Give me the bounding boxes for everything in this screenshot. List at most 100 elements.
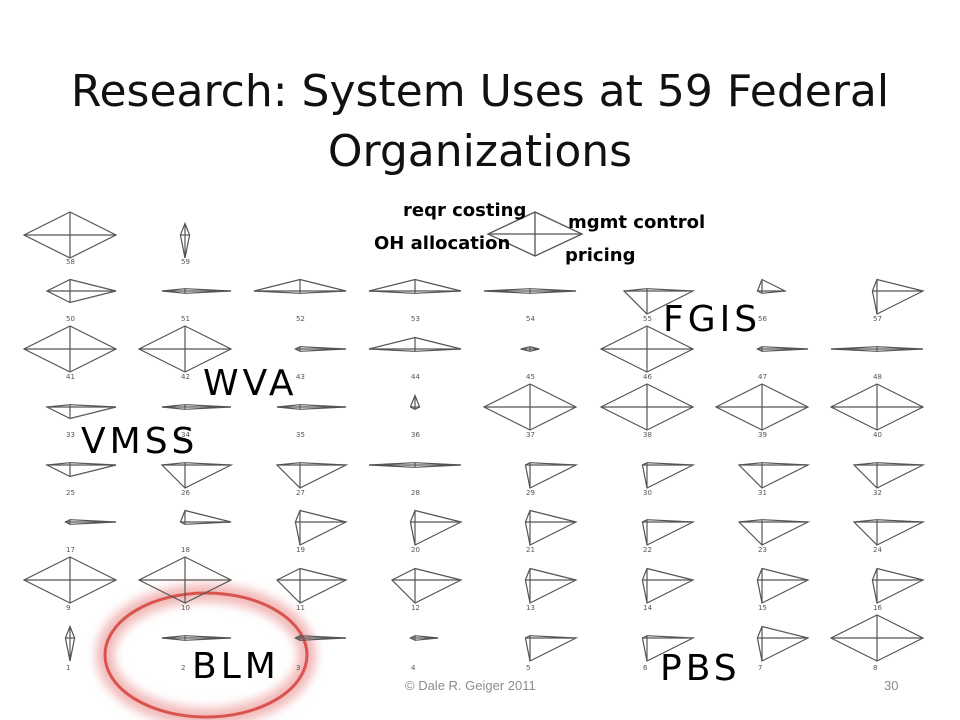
org-number-5: 5 bbox=[526, 664, 530, 672]
org-number-40: 40 bbox=[873, 431, 882, 439]
callout-vmss: VMSS bbox=[81, 421, 198, 462]
org-number-55: 55 bbox=[643, 315, 652, 323]
org-number-33: 33 bbox=[66, 431, 75, 439]
org-glyph-7: 7 bbox=[756, 625, 810, 672]
legend-label-pricing: pricing bbox=[565, 245, 635, 266]
org-glyph-37: 37 bbox=[482, 383, 578, 439]
org-shape-14 bbox=[641, 567, 695, 604]
org-shape-19 bbox=[294, 509, 348, 546]
org-number-18: 18 bbox=[181, 546, 190, 554]
org-glyph-8: 8 bbox=[829, 614, 925, 672]
org-glyph-13: 13 bbox=[524, 567, 578, 612]
org-shape-11 bbox=[275, 567, 348, 604]
org-number-1: 1 bbox=[66, 664, 70, 672]
org-glyph-23: 23 bbox=[737, 519, 811, 554]
org-glyph-5: 5 bbox=[524, 635, 579, 672]
org-shape-57 bbox=[871, 278, 925, 315]
org-glyph-43: 43 bbox=[294, 346, 347, 381]
org-number-32: 32 bbox=[873, 489, 882, 497]
org-glyph-53: 53 bbox=[368, 278, 462, 323]
org-number-23: 23 bbox=[758, 546, 767, 554]
org-glyph-48: 48 bbox=[830, 346, 924, 381]
org-number-54: 54 bbox=[526, 315, 535, 323]
org-glyph-21: 21 bbox=[524, 509, 578, 554]
org-number-30: 30 bbox=[643, 489, 652, 497]
org-glyph-58: 58 bbox=[22, 211, 118, 266]
org-glyph-12: 12 bbox=[390, 567, 463, 612]
org-number-14: 14 bbox=[643, 604, 652, 612]
org-glyph-16: 16 bbox=[871, 567, 925, 612]
org-number-17: 17 bbox=[66, 546, 75, 554]
org-glyph-57: 57 bbox=[871, 278, 925, 323]
org-glyph-19: 19 bbox=[294, 509, 348, 554]
org-glyph-14: 14 bbox=[641, 567, 695, 612]
org-shape-5 bbox=[524, 635, 579, 662]
org-glyph-31: 31 bbox=[737, 462, 811, 497]
legend-diamond bbox=[486, 211, 584, 257]
org-number-13: 13 bbox=[526, 604, 535, 612]
org-glyph-2: 2 bbox=[161, 635, 232, 672]
org-glyph-3: 3 bbox=[294, 635, 347, 672]
org-number-53: 53 bbox=[411, 315, 420, 323]
org-shape-7 bbox=[756, 625, 810, 662]
org-shape-32 bbox=[852, 462, 926, 489]
org-number-48: 48 bbox=[873, 373, 882, 381]
org-number-26: 26 bbox=[181, 489, 190, 497]
org-shape-31 bbox=[737, 462, 811, 489]
org-glyph-9: 9 bbox=[22, 556, 118, 612]
org-shape-20 bbox=[409, 509, 463, 546]
org-shape-30 bbox=[641, 462, 696, 489]
org-number-50: 50 bbox=[66, 315, 75, 323]
org-glyph-32: 32 bbox=[852, 462, 926, 497]
org-glyph-50: 50 bbox=[45, 278, 117, 323]
org-number-37: 37 bbox=[526, 431, 535, 439]
org-glyph-30: 30 bbox=[641, 462, 696, 497]
org-glyph-27: 27 bbox=[275, 462, 349, 497]
org-number-52: 52 bbox=[296, 315, 305, 323]
org-glyph-46: 46 bbox=[599, 325, 695, 381]
org-number-29: 29 bbox=[526, 489, 535, 497]
org-glyph-42: 42 bbox=[137, 325, 233, 381]
org-glyph-18: 18 bbox=[179, 509, 232, 554]
org-glyph-1: 1 bbox=[64, 624, 76, 672]
org-glyph-28: 28 bbox=[368, 462, 462, 497]
org-shape-13 bbox=[524, 567, 578, 604]
org-shape-22 bbox=[641, 519, 696, 546]
org-shape-12 bbox=[390, 567, 463, 604]
org-shape-23 bbox=[737, 519, 811, 546]
org-shape-27 bbox=[275, 462, 349, 489]
org-glyph-24: 24 bbox=[852, 519, 926, 554]
org-number-39: 39 bbox=[758, 431, 767, 439]
callout-pbs: PBS bbox=[660, 648, 741, 689]
org-glyph-22: 22 bbox=[641, 519, 696, 554]
org-glyph-35: 35 bbox=[276, 404, 347, 439]
org-shape-21 bbox=[524, 509, 578, 546]
legend-label-mgmt-control: mgmt control bbox=[568, 212, 705, 233]
org-number-38: 38 bbox=[643, 431, 652, 439]
org-glyph-51: 51 bbox=[161, 288, 232, 323]
org-number-58: 58 bbox=[66, 258, 75, 266]
org-number-11: 11 bbox=[296, 604, 305, 612]
org-glyph-15: 15 bbox=[756, 567, 810, 612]
org-number-22: 22 bbox=[643, 546, 652, 554]
org-glyph-25: 25 bbox=[44, 462, 117, 497]
org-number-41: 41 bbox=[66, 373, 75, 381]
org-number-4: 4 bbox=[411, 664, 416, 672]
org-number-47: 47 bbox=[758, 373, 767, 381]
org-shape-15 bbox=[756, 567, 810, 604]
org-number-6: 6 bbox=[643, 664, 648, 672]
org-number-34: 34 bbox=[181, 431, 190, 439]
org-number-9: 9 bbox=[66, 604, 70, 612]
legend-label-oh-allocation: OH allocation bbox=[374, 233, 510, 254]
org-glyph-59: 59 bbox=[179, 221, 191, 266]
org-number-46: 46 bbox=[643, 373, 652, 381]
org-glyph-55: 55 bbox=[622, 288, 696, 323]
org-number-2: 2 bbox=[181, 664, 185, 672]
org-glyph-44: 44 bbox=[368, 336, 462, 381]
org-glyph-47: 47 bbox=[756, 346, 809, 381]
org-number-3: 3 bbox=[296, 664, 300, 672]
org-number-15: 15 bbox=[758, 604, 767, 612]
org-glyph-36: 36 bbox=[409, 393, 420, 439]
org-glyph-33: 33 bbox=[44, 404, 117, 439]
